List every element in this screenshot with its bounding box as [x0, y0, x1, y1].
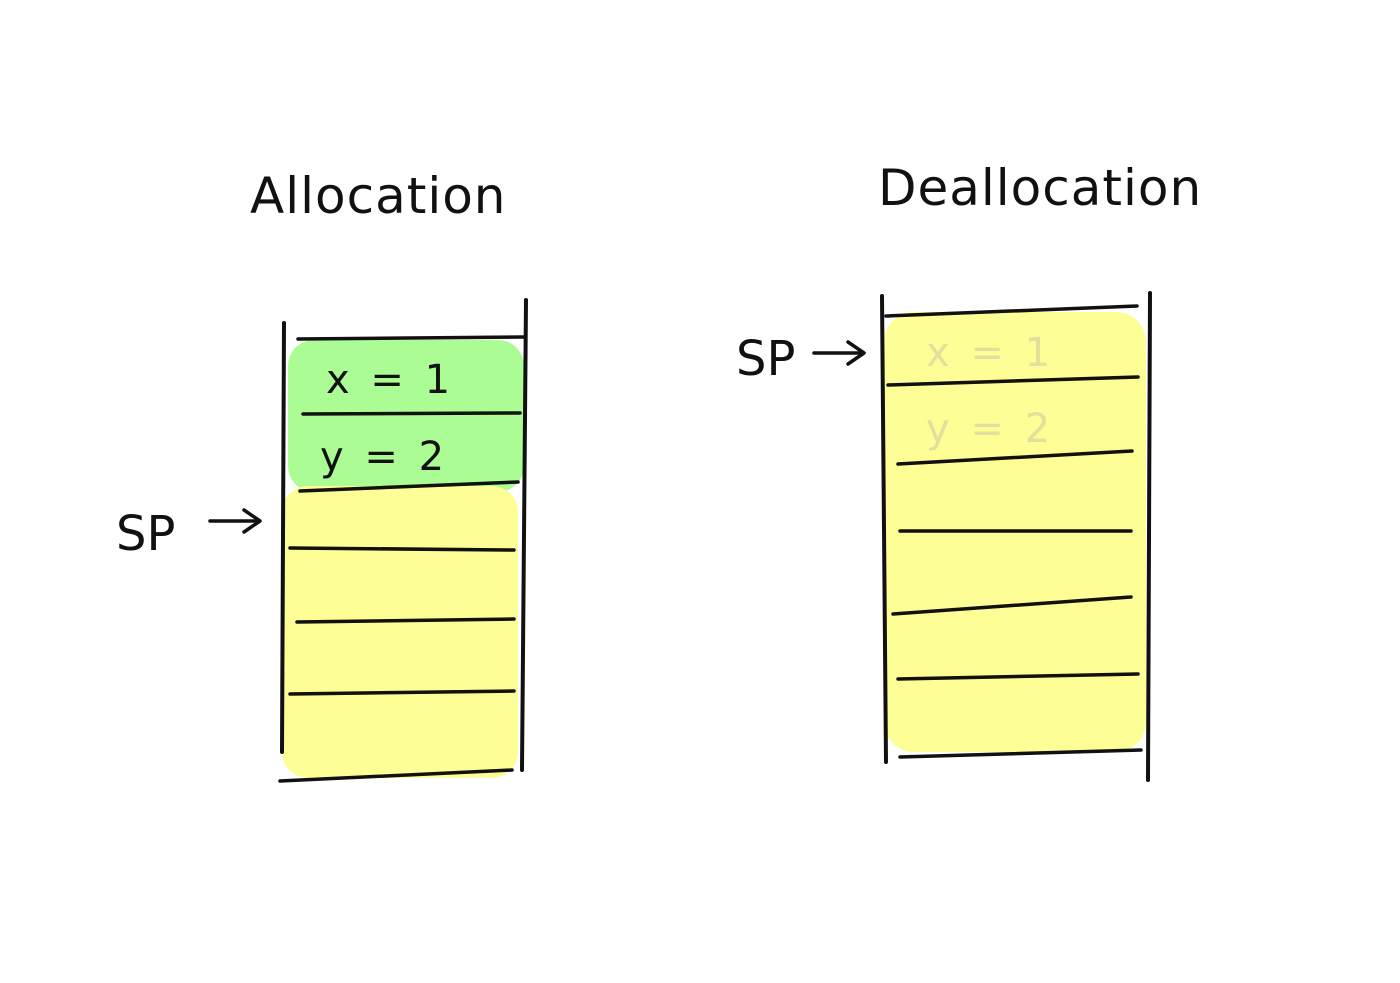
slot-divider [295, 617, 516, 624]
stack-top-line [296, 335, 526, 341]
cell-value: y = 2 [320, 434, 448, 480]
allocated-region [288, 340, 524, 492]
right-arrow-icon [812, 340, 866, 366]
stack-left-wall [280, 321, 286, 754]
slot-divider [896, 672, 1140, 681]
stack-pointer-label: SP [116, 506, 175, 562]
deallocation-title: Deallocation [878, 159, 1202, 217]
deallocation-panel: Deallocation x = 1 y = 2 SP [736, 159, 1202, 782]
cell-value: x = 1 [326, 357, 454, 403]
slot-divider [288, 546, 516, 552]
stack-right-wall [520, 298, 528, 772]
right-arrow-icon [208, 508, 262, 534]
slot-divider [896, 449, 1134, 466]
free-region [282, 486, 518, 778]
stack-right-wall [1146, 291, 1152, 782]
slot-divider [298, 480, 520, 493]
stack-bottom-line [898, 748, 1143, 759]
stack-bottom-line [278, 768, 514, 783]
slot-divider [301, 411, 522, 416]
stack-top-line [884, 304, 1139, 318]
stack-left-wall [880, 294, 888, 764]
slot-divider [886, 375, 1140, 387]
stack-pointer-label: SP [736, 331, 795, 387]
cell-value-faded: x = 1 [926, 330, 1054, 376]
slot-divider [891, 595, 1133, 616]
allocation-panel: Allocation x = 1 y = 2 SP [116, 167, 528, 783]
allocation-title: Allocation [250, 167, 506, 225]
cell-value-faded: y = 2 [926, 406, 1054, 452]
slot-divider [288, 689, 516, 696]
